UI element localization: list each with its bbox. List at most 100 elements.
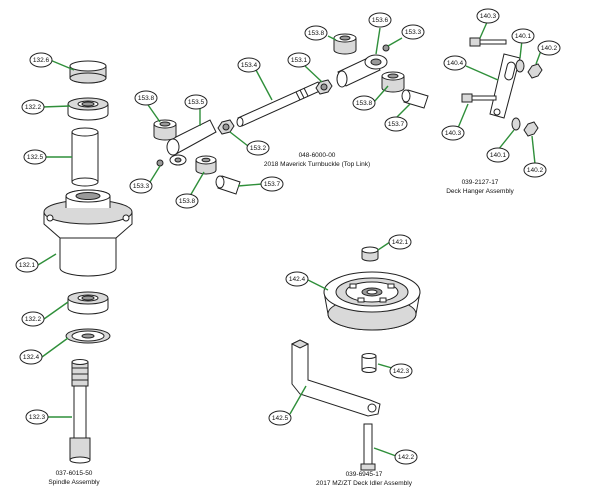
svg-text:142.3: 142.3 — [393, 368, 410, 375]
callout-140-1-b: 140.1 — [486, 147, 510, 163]
callout-140-1-a: 140.1 — [511, 28, 535, 44]
part-132-4 — [65, 328, 111, 344]
callout-132-6: 132.6 — [29, 52, 53, 68]
svg-text:153.8: 153.8 — [179, 198, 196, 205]
part-132-1 — [43, 189, 133, 277]
callout-142-5: 142.5 — [268, 410, 292, 426]
callout-132-5: 132.5 — [23, 149, 47, 165]
part-153-6 — [336, 54, 388, 88]
callout-153-8-d: 153.8 — [352, 95, 376, 111]
svg-text:153.7: 153.7 — [388, 121, 405, 128]
svg-text:132.2: 132.2 — [25, 316, 42, 323]
callout-142-1: 142.1 — [388, 234, 412, 250]
callout-140-3-a: 140.3 — [476, 8, 500, 24]
part-153-3-left — [156, 159, 164, 167]
callout-140-2-a: 140.2 — [537, 40, 561, 56]
caption-turnbuckle-part-number: 048-6000-00 — [299, 152, 336, 159]
svg-text:153.8: 153.8 — [308, 30, 325, 37]
callout-153-7-a: 153.7 — [260, 176, 284, 192]
callout-153-5: 153.5 — [184, 94, 208, 110]
callout-132-1: 132.1 — [15, 257, 39, 273]
svg-text:142.4: 142.4 — [289, 276, 306, 283]
caption-spindle-part-number: 037-6015-50 — [56, 470, 93, 477]
part-142-2 — [360, 423, 376, 471]
part-153-8-right-top — [333, 33, 357, 55]
svg-text:140.1: 140.1 — [515, 33, 532, 40]
callout-140-3-b: 140.3 — [441, 125, 465, 141]
part-140-2-bottom — [523, 121, 539, 137]
callout-153-2: 153.2 — [246, 140, 270, 156]
part-153-8-right-bottom — [381, 71, 405, 93]
svg-text:132.5: 132.5 — [27, 154, 44, 161]
caption-turnbuckle-name: 2018 Maverick Turnbuckle (Top Link) — [264, 161, 370, 168]
svg-text:132.1: 132.1 — [19, 262, 36, 269]
callout-153-8-c: 153.8 — [304, 25, 328, 41]
spindle-assembly — [37, 59, 133, 464]
callout-132-3: 132.3 — [25, 409, 49, 425]
deck-hanger-assembly — [457, 19, 543, 165]
svg-text:153.3: 153.3 — [405, 29, 422, 36]
part-153-5 — [166, 119, 217, 166]
callout-153-7-b: 153.7 — [384, 116, 408, 132]
callout-153-3-a: 153.3 — [129, 178, 153, 194]
part-153-7-right — [401, 89, 429, 109]
part-140-3-top — [469, 37, 507, 47]
part-153-8-left-top — [153, 119, 177, 141]
svg-text:153.4: 153.4 — [241, 62, 258, 69]
callout-140-4: 140.4 — [443, 55, 467, 71]
part-142-5 — [290, 339, 381, 417]
svg-text:140.1: 140.1 — [490, 152, 507, 159]
part-142-4 — [323, 271, 421, 331]
caption-idler-part-number: 039-6945-17 — [346, 471, 383, 478]
callout-153-8-b: 153.8 — [175, 193, 199, 209]
caption-deck-hanger-part-number: 039-2127-17 — [462, 179, 499, 186]
svg-text:132.2: 132.2 — [25, 104, 42, 111]
svg-text:142.5: 142.5 — [272, 415, 289, 422]
caption-deck-hanger-name: Deck Hanger Assembly — [446, 188, 514, 195]
callout-140-2-b: 140.2 — [523, 162, 547, 178]
part-153-4 — [236, 81, 323, 127]
part-132-5 — [71, 127, 99, 187]
svg-text:132.3: 132.3 — [29, 414, 46, 421]
part-142-3 — [361, 353, 377, 373]
svg-text:153.5: 153.5 — [188, 99, 205, 106]
svg-text:140.3: 140.3 — [445, 130, 462, 137]
part-132-3 — [69, 359, 91, 464]
callout-132-4: 132.4 — [19, 349, 43, 365]
callout-142-3: 142.3 — [389, 363, 413, 379]
caption-turnbuckle: 048-6000-00 2018 Maverick Turnbuckle (To… — [264, 152, 370, 168]
callout-153-3-b: 153.3 — [401, 24, 425, 40]
caption-deck-hanger: 039-2127-17 Deck Hanger Assembly — [446, 179, 514, 195]
svg-text:153.8: 153.8 — [138, 95, 155, 102]
callout-142-4: 142.4 — [285, 271, 309, 287]
caption-spindle: 037-6015-50 Spindle Assembly — [48, 470, 100, 486]
caption-idler-name: 2017 MZ/ZT Deck Idler Assembly — [316, 480, 413, 487]
part-140-3-bottom — [461, 93, 497, 103]
part-153-2 — [217, 119, 235, 135]
part-153-7-left — [215, 175, 241, 195]
part-132-6 — [69, 60, 107, 84]
callout-153-4: 153.4 — [237, 57, 261, 73]
svg-text:153.6: 153.6 — [372, 17, 389, 24]
svg-text:140.3: 140.3 — [480, 13, 497, 20]
part-153-1 — [315, 79, 333, 95]
part-142-1 — [361, 246, 379, 262]
part-140-4 — [489, 53, 521, 119]
svg-text:153.2: 153.2 — [250, 145, 267, 152]
part-140-1-bottom — [511, 117, 521, 131]
svg-text:140.2: 140.2 — [527, 167, 544, 174]
svg-text:153.7: 153.7 — [264, 181, 281, 188]
part-132-2-bottom — [67, 291, 109, 315]
svg-text:153.3: 153.3 — [133, 183, 150, 190]
part-132-2-top — [67, 97, 109, 121]
svg-text:142.1: 142.1 — [392, 239, 409, 246]
part-140-2-top — [527, 63, 543, 79]
svg-text:132.4: 132.4 — [23, 354, 40, 361]
svg-text:140.2: 140.2 — [541, 45, 558, 52]
svg-text:153.8: 153.8 — [356, 100, 373, 107]
svg-text:132.6: 132.6 — [33, 57, 50, 64]
part-140-1-top — [515, 59, 525, 73]
part-153-3-right — [382, 44, 390, 52]
svg-text:153.1: 153.1 — [291, 57, 308, 64]
caption-idler: 039-6945-17 2017 MZ/ZT Deck Idler Assemb… — [316, 471, 413, 487]
